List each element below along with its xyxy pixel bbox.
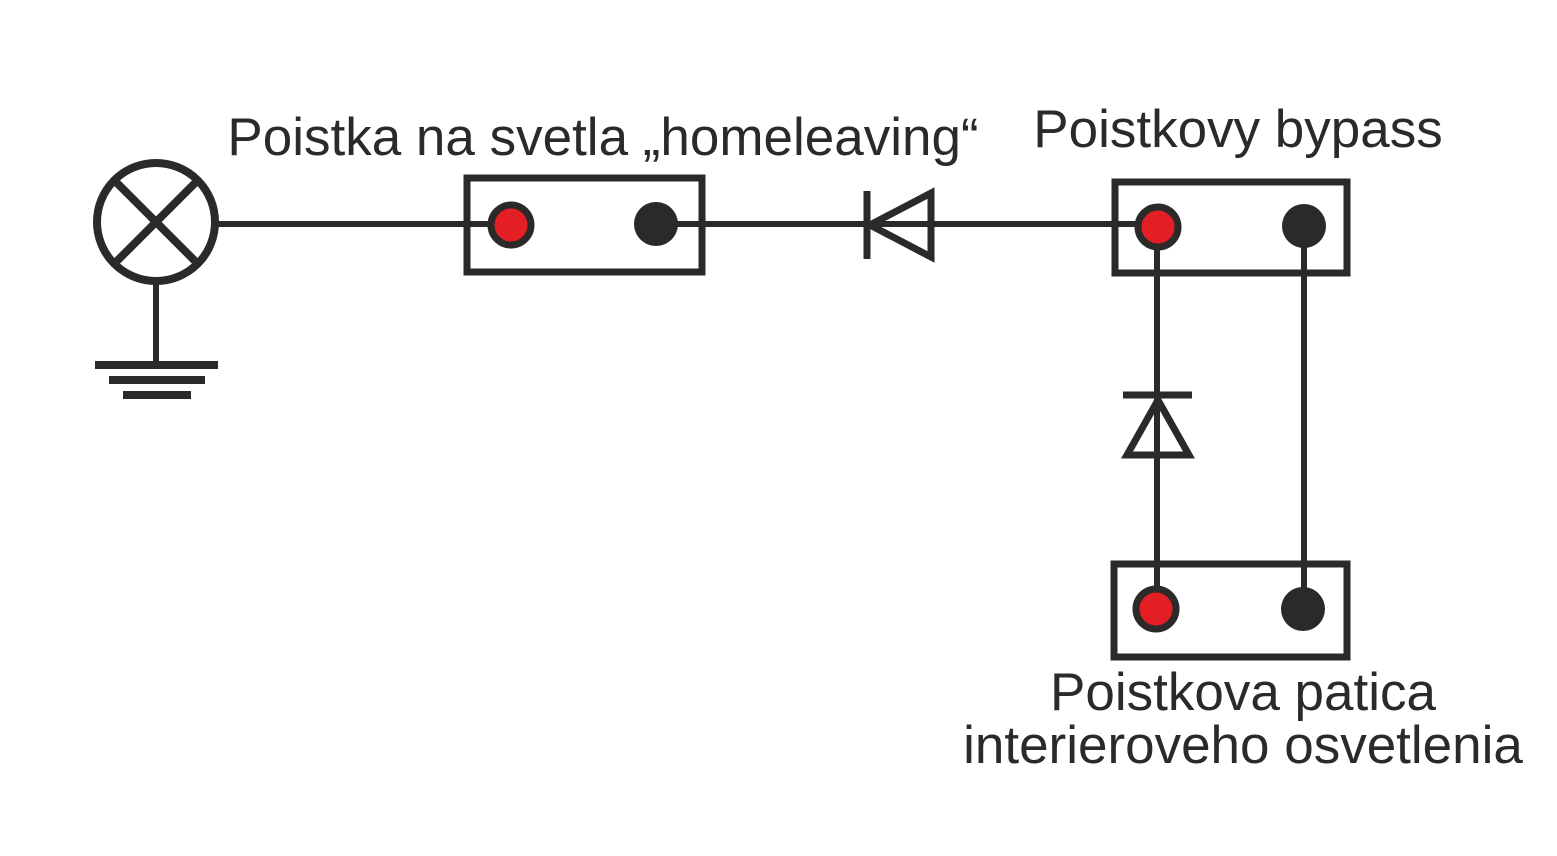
ground-icon [95,281,218,399]
black-terminal-dot [1282,204,1326,248]
red-terminal-dot [487,201,535,249]
diode-up-icon [1121,391,1195,459]
red-terminal-dot [1134,203,1182,251]
label-fuse-socket-line1: Poistkova patica [1050,663,1436,722]
label-fuse-socket-line2: interieroveho osvetlenia [963,716,1523,775]
red-terminal-dot [1132,585,1180,633]
black-terminal-dot [634,202,678,246]
lamp-cross-line [111,177,201,267]
lamp-icon [93,159,219,285]
label-fuse-homeleaving: Poistka na svetla „homeleaving“ [227,108,978,167]
diode-triangle [862,187,935,263]
diode-triangle [1121,392,1195,459]
black-terminal-dot [1281,587,1325,631]
label-fuse-bypass: Poistkovy bypass [1033,100,1442,159]
diode-left-icon [862,187,935,263]
